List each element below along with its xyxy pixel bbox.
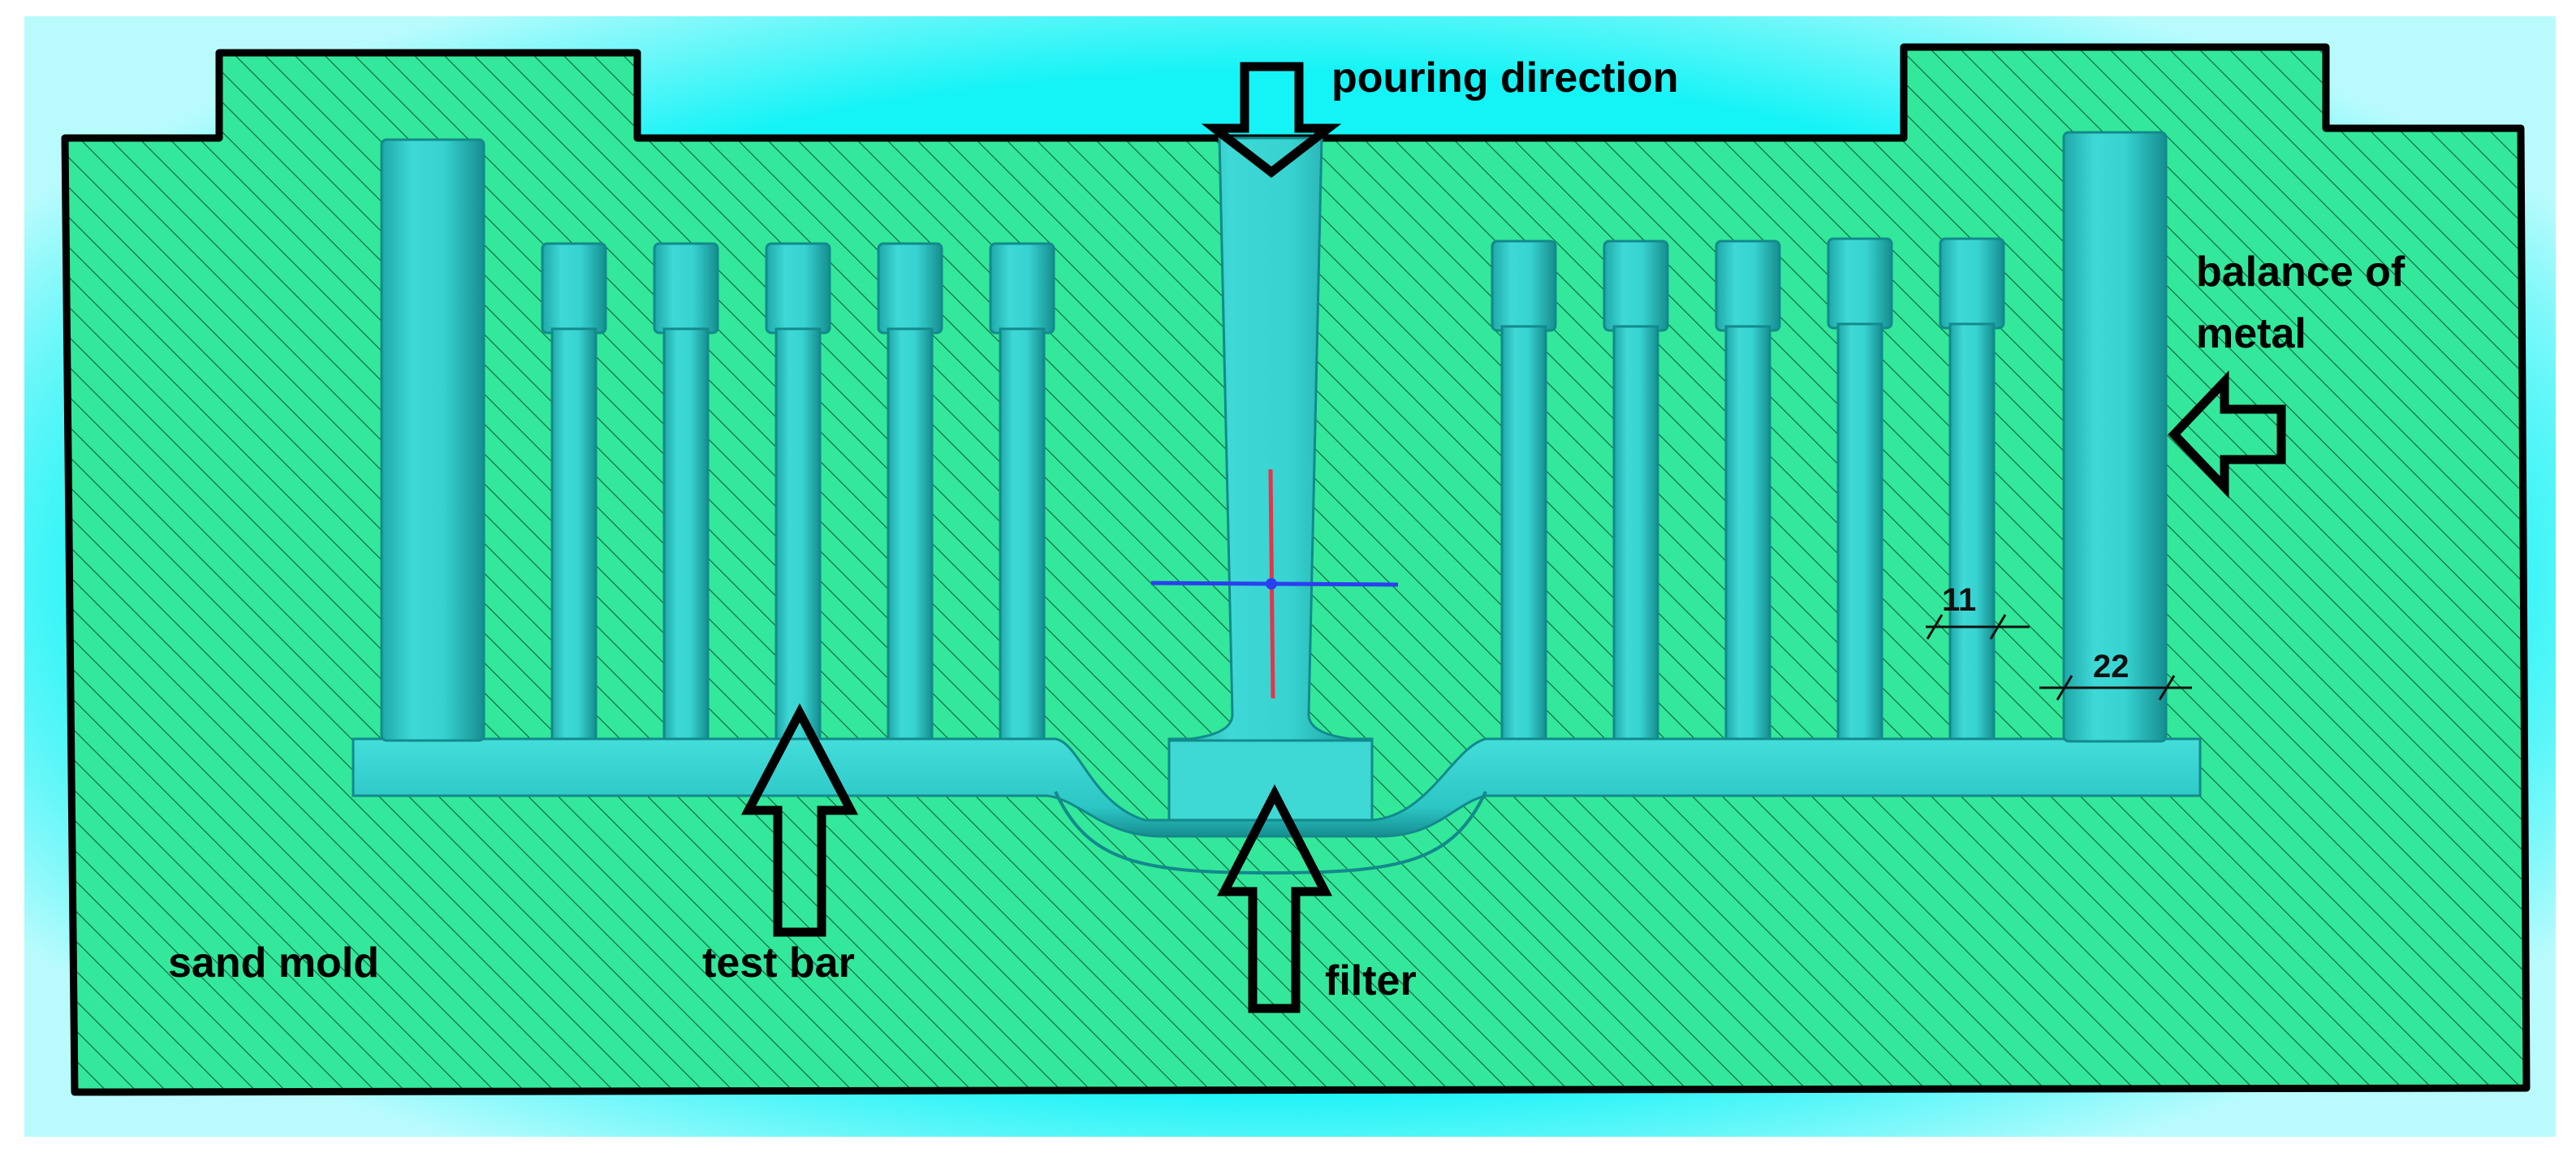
test-bars-right: [1491, 237, 2005, 741]
riser-left: [380, 138, 485, 742]
label-pouring-direction: pouring direction: [1331, 54, 1679, 101]
dimension-bar-diameter: 11: [1926, 582, 2030, 640]
axis-origin: [1266, 578, 1277, 589]
label-balance-of-metal-line1: balance of: [2196, 248, 2406, 296]
axis-marker: [1150, 469, 1399, 699]
label-test-bar: test bar: [702, 939, 855, 987]
dimension-label-22: 22: [2093, 649, 2129, 684]
label-sand-mold: sand mold: [168, 939, 379, 987]
test-bar: [1939, 237, 2005, 741]
label-balance-of-metal-line2: metal: [2196, 310, 2306, 357]
test-bar: [877, 242, 943, 741]
test-bar: [541, 242, 607, 741]
test-bar: [653, 242, 719, 741]
filter-basin-bowl: [1054, 791, 1487, 875]
pouring-direction-arrow: [1201, 62, 1342, 178]
dimension-riser-diameter: 22: [2039, 649, 2192, 701]
test-bar: [1491, 240, 1557, 741]
test-bars-left: [541, 242, 1055, 741]
riser-right: [2062, 131, 2168, 743]
test-bar-arrow: [740, 703, 859, 937]
test-bar: [1827, 237, 1893, 741]
test-bar: [989, 242, 1055, 741]
label-filter: filter: [1325, 957, 1417, 1004]
test-bar: [765, 242, 831, 741]
test-bar: [1603, 240, 1669, 741]
dimension-label-11: 11: [1942, 582, 1976, 618]
balance-of-metal-arrow: [2168, 370, 2286, 499]
filter-arrow: [1216, 784, 1333, 1013]
sprue: [1168, 136, 1373, 742]
test-bar: [1715, 240, 1781, 741]
